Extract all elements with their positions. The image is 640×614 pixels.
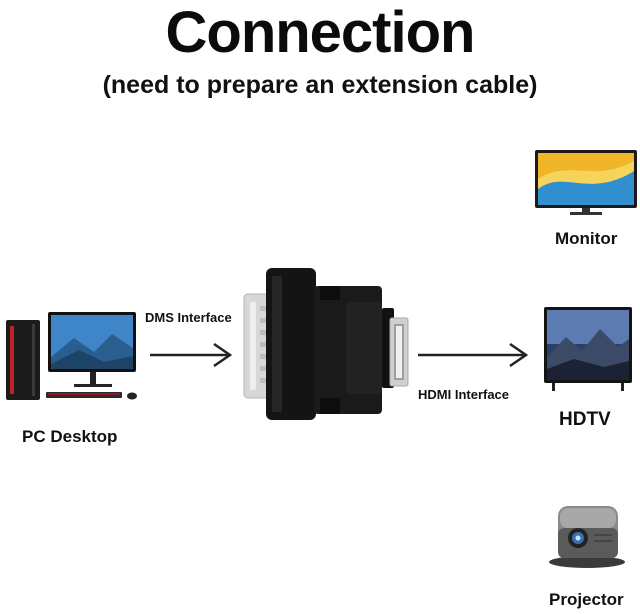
hdmi-interface-label: HDMI Interface (418, 387, 510, 402)
tv-icon (544, 307, 632, 391)
dms-interface-label: DMS Interface (145, 310, 232, 325)
monitor-icon (534, 149, 638, 217)
projector-icon (544, 498, 630, 570)
input-arrow-icon (148, 342, 234, 368)
output-arrow-icon (416, 342, 530, 368)
target-label-monitor: Monitor (555, 229, 618, 248)
adapter-icon (236, 262, 412, 422)
pc-desktop-label: PC Desktop (22, 427, 118, 446)
target-label-hdtv: HDTV (559, 409, 611, 430)
page-subtitle: (need to prepare an extension cable) (102, 71, 538, 99)
pc-desktop-icon (4, 312, 139, 404)
page-title: Connection (165, 0, 476, 65)
target-label-projector: Projector (549, 590, 624, 609)
